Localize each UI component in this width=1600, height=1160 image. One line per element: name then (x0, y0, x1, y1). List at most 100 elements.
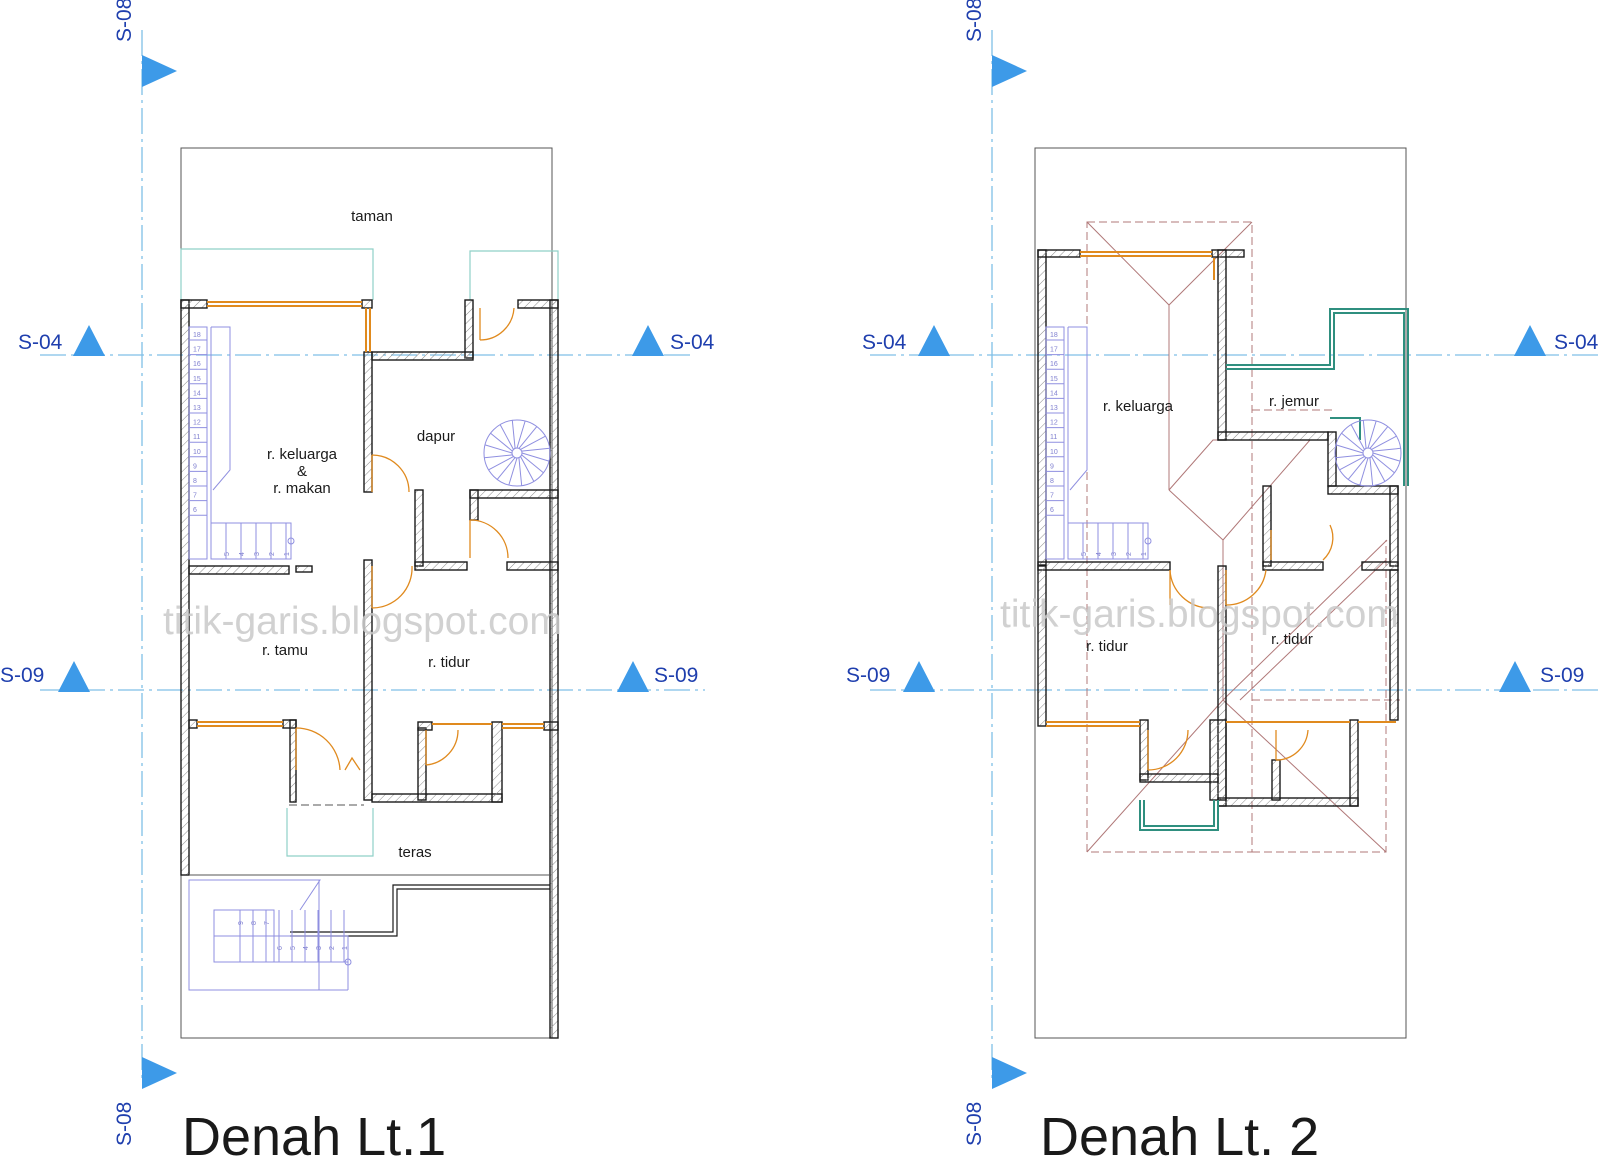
room-tamu: r. tamu (262, 642, 308, 659)
stair-step-number: 1 (284, 552, 291, 556)
stair-step-number: 17 (193, 347, 201, 354)
room-tidur-upper-left: r. tidur (1086, 638, 1128, 655)
spiral-spoke (1371, 456, 1386, 482)
spiral-spoke (1350, 424, 1365, 450)
stair-step-number: 7 (1050, 493, 1054, 500)
spiral-spoke (520, 456, 535, 482)
stair-step-number: 13 (1050, 405, 1058, 412)
spiral-spoke (520, 435, 546, 450)
stair-step-number: 8 (193, 478, 197, 485)
stair-step-number: 2 (269, 552, 276, 556)
stair-step-number: 1 (1141, 552, 1148, 556)
spiral-spoke (521, 452, 550, 462)
stair-step-number: 9 (1050, 463, 1054, 470)
spiral-spoke (488, 456, 514, 471)
spiral-spoke (1362, 420, 1367, 449)
spiral-spoke (484, 454, 513, 459)
spiral-stair-ground (483, 419, 551, 487)
watermark-right: titik-garis.blogspot.com (1000, 593, 1399, 636)
stair-step-number: 15 (1050, 376, 1058, 383)
spiral-spoke (518, 426, 538, 449)
stair-step-number: 1 (342, 946, 349, 950)
watermark-left: titik-garis.blogspot.com (163, 600, 562, 643)
stair-landing-mark (287, 537, 295, 545)
spiral-spoke (1372, 452, 1401, 462)
stair-step-number: 5 (224, 552, 231, 556)
spiral-spoke (484, 444, 513, 454)
marker-s09-right-1: S-09 (654, 664, 698, 687)
spiral-spoke (1335, 444, 1364, 454)
stair-step-number: 8 (1050, 478, 1054, 485)
stair-landing-mark (1144, 537, 1152, 545)
spiral-spoke (508, 457, 518, 486)
stair-step-number: 4 (303, 946, 310, 950)
marker-s09-right-2: S-09 (1540, 664, 1584, 687)
stair-step-number: 6 (277, 946, 284, 950)
stair-step-number: 9 (238, 921, 245, 925)
stair-step-number: 17 (1050, 347, 1058, 354)
spiral-spoke (1339, 456, 1365, 471)
stair-step-number: 5 (290, 946, 297, 950)
room-keluarga-line3: r. makan (273, 480, 331, 497)
indoor-stair-ground (188, 326, 295, 560)
stair-step-number: 11 (193, 434, 200, 441)
spiral-spoke (1372, 454, 1395, 474)
spiral-spoke (1341, 432, 1364, 452)
indoor-stair-upper (1045, 326, 1152, 560)
marker-s04-right-2: S-04 (1554, 331, 1599, 354)
stair-step-number: 5 (1081, 552, 1088, 556)
stair-step-number: 4 (1096, 552, 1103, 556)
section-markers (58, 55, 1546, 1089)
title-upper-floor: Denah Lt. 2 (1040, 1107, 1319, 1160)
room-labels-ground: taman r. keluarga & r. makan dapur r. ta… (262, 208, 470, 861)
spiral-stair-upper (1334, 419, 1402, 487)
spiral-spoke (516, 420, 526, 449)
room-dapur: dapur (417, 428, 455, 445)
room-keluarga-line2: & (297, 463, 307, 480)
marker-s04-left-1: S-04 (18, 331, 63, 354)
marker-s08-top-right: S-08 (963, 0, 986, 42)
stair-step-number: 3 (254, 552, 261, 556)
spiral-spoke (511, 420, 516, 449)
stair-step-number: 9 (193, 463, 197, 470)
stair-step-number: 6 (193, 507, 197, 514)
marker-s04-left-2: S-04 (862, 331, 907, 354)
marker-s04-right-1: S-04 (670, 331, 715, 354)
room-taman: taman (351, 208, 393, 225)
room-jemur: r. jemur (1269, 393, 1319, 410)
marker-s09-left-1: S-09 (0, 664, 44, 687)
stair-step-number: 4 (239, 552, 246, 556)
spiral-spoke (1369, 426, 1389, 449)
spiral-spoke (1347, 457, 1367, 480)
marker-s09-left-2: S-09 (846, 664, 890, 687)
spiral-spoke (1359, 457, 1369, 486)
stair-step-number: 2 (329, 946, 336, 950)
spiral-spoke (1372, 447, 1401, 452)
spiral-spoke (1371, 435, 1397, 450)
title-ground-floor: Denah Lt.1 (182, 1107, 446, 1160)
spiral-spoke (490, 432, 513, 452)
spiral-spoke (1335, 454, 1364, 459)
marker-s08-top-left: S-08 (113, 0, 136, 42)
stair-landing-mark (344, 958, 352, 966)
stair-step-number: 14 (1050, 390, 1058, 397)
stair-step-number: 7 (264, 921, 271, 925)
room-keluarga-line1: r. keluarga (267, 446, 338, 463)
spiral-spoke (499, 424, 514, 450)
outdoor-stair (188, 879, 352, 991)
stair-step-number: 18 (1050, 332, 1058, 339)
stair-step-number: 11 (1050, 434, 1057, 441)
stair-step-number: 6 (1050, 507, 1054, 514)
stair-step-number: 12 (1050, 420, 1058, 427)
stair-step-number: 10 (193, 449, 201, 456)
stair-step-number: 2 (1126, 552, 1133, 556)
stair-step-number: 12 (193, 420, 201, 427)
room-tidur-ground: r. tidur (428, 654, 470, 671)
spiral-spoke (518, 457, 523, 486)
